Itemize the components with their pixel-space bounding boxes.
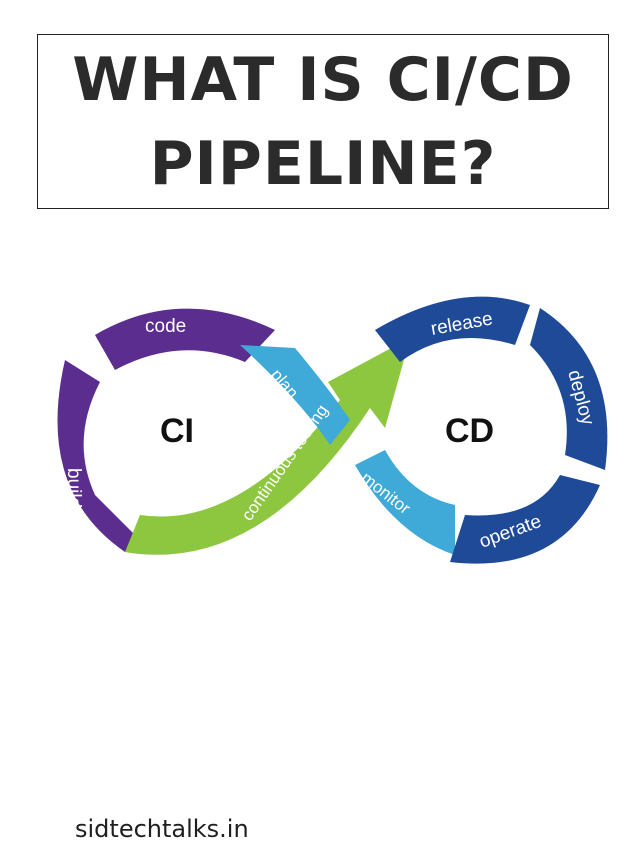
segment-deploy — [530, 308, 608, 470]
label-build: build — [63, 468, 84, 508]
segment-operate — [450, 475, 600, 564]
segment-continuous-testing — [125, 338, 410, 555]
segment-release — [375, 296, 530, 362]
segment-build — [57, 360, 140, 552]
ci-label: CI — [160, 412, 194, 450]
title-line-1: WHAT IS CI/CD — [72, 44, 574, 115]
segment-plan — [240, 345, 350, 445]
label-code: code — [145, 316, 186, 337]
footer-site: sidtechtalks.in — [75, 815, 249, 843]
cicd-infinity-diagram: code build plan continuous testing monit… — [57, 296, 608, 564]
segment-code — [95, 308, 275, 370]
title-box: WHAT IS CI/CD PIPELINE? — [37, 34, 609, 209]
title-line-2: PIPELINE? — [149, 128, 497, 199]
segment-monitor — [355, 450, 455, 555]
cd-label: CD — [445, 412, 494, 450]
